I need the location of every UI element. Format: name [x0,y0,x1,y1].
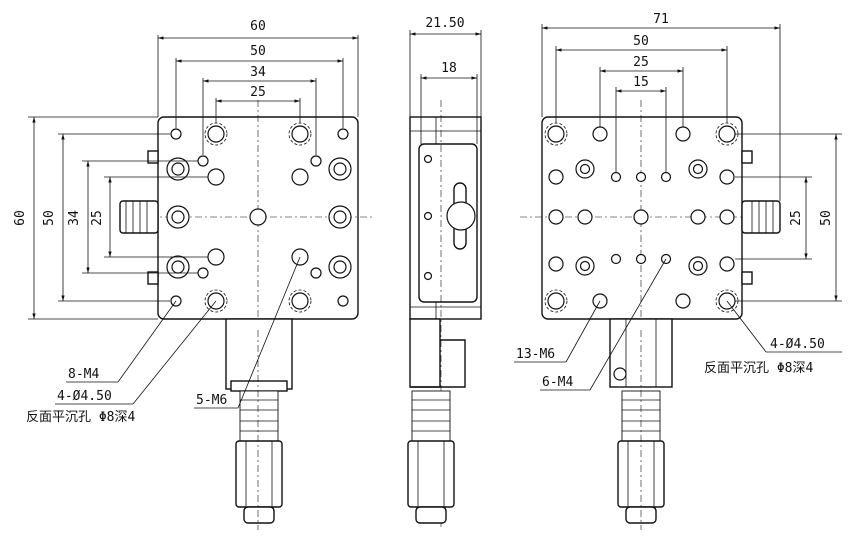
callout-front-counterbore-note: 反面平沉孔 Φ8深4 [26,410,135,425]
callout-back-counterbore: 4-Ø4.50 [770,337,825,352]
front-side-tab-bottom [147,271,159,285]
dim-back-right-25: 25 [789,210,804,226]
dim-front-left-60: 60 [13,210,28,226]
back-top-dimensions: 71 50 25 15 [541,12,781,201]
front-m4-holes [170,128,349,307]
front-left-dimensions: 60 50 34 25 [13,116,208,320]
front-callouts: 8-M4 4-Ø4.50 反面平沉孔 Φ8深4 5-M6 [26,256,301,425]
dim-side-21-50: 21.50 [425,16,464,31]
front-side-lock-knob [119,200,159,234]
callout-back-6-m4: 6-M4 [542,375,573,390]
dim-front-top-25: 25 [250,85,266,100]
dim-back-top-71: 71 [653,12,669,27]
callout-front-counterbore: 4-Ø4.50 [57,389,112,404]
back-side-lock-knob [741,200,781,234]
dim-front-top-34: 34 [250,65,266,80]
back-view: 71 50 25 15 25 50 [514,12,842,530]
back-m4-holes [610,171,672,265]
back-micrometer [609,318,673,530]
callout-back-counterbore-note: 反面平沉孔 Φ8深4 [704,361,813,376]
dim-back-top-25: 25 [633,55,649,70]
back-callouts: 13-M6 6-M4 4-Ø4.50 反面平沉孔 Φ8深4 [514,258,842,391]
front-micrometer-thimble [239,390,279,442]
side-view: 21.50 18 [407,16,482,530]
dim-front-top-60: 60 [250,19,266,34]
dim-front-left-50: 50 [42,210,57,226]
callout-front-5-m6: 5-M6 [196,393,227,408]
front-bolt-heads [166,157,352,279]
back-right-dimensions: 25 50 [735,133,842,302]
front-side-tab-top [147,150,159,164]
front-micrometer-mount [225,318,293,390]
dim-front-left-34: 34 [67,210,82,226]
side-lock-knob [446,201,476,231]
dim-back-top-15: 15 [633,75,649,90]
side-micrometer-mount [409,318,441,388]
dim-back-top-50: 50 [633,34,649,49]
dim-front-left-25: 25 [90,210,105,226]
front-top-dimensions: 60 50 34 25 [157,19,359,155]
front-micrometer [225,318,293,530]
dim-side-18: 18 [441,61,457,76]
side-micrometer-thimble [411,390,451,442]
callout-front-8-m4: 8-M4 [68,367,99,382]
front-view: 60 50 34 25 60 50 [13,19,372,530]
side-rail-plate [418,143,478,303]
dim-front-top-50: 50 [250,44,266,59]
callout-back-13-m6: 13-M6 [516,347,555,362]
dim-back-right-50: 50 [819,210,834,226]
